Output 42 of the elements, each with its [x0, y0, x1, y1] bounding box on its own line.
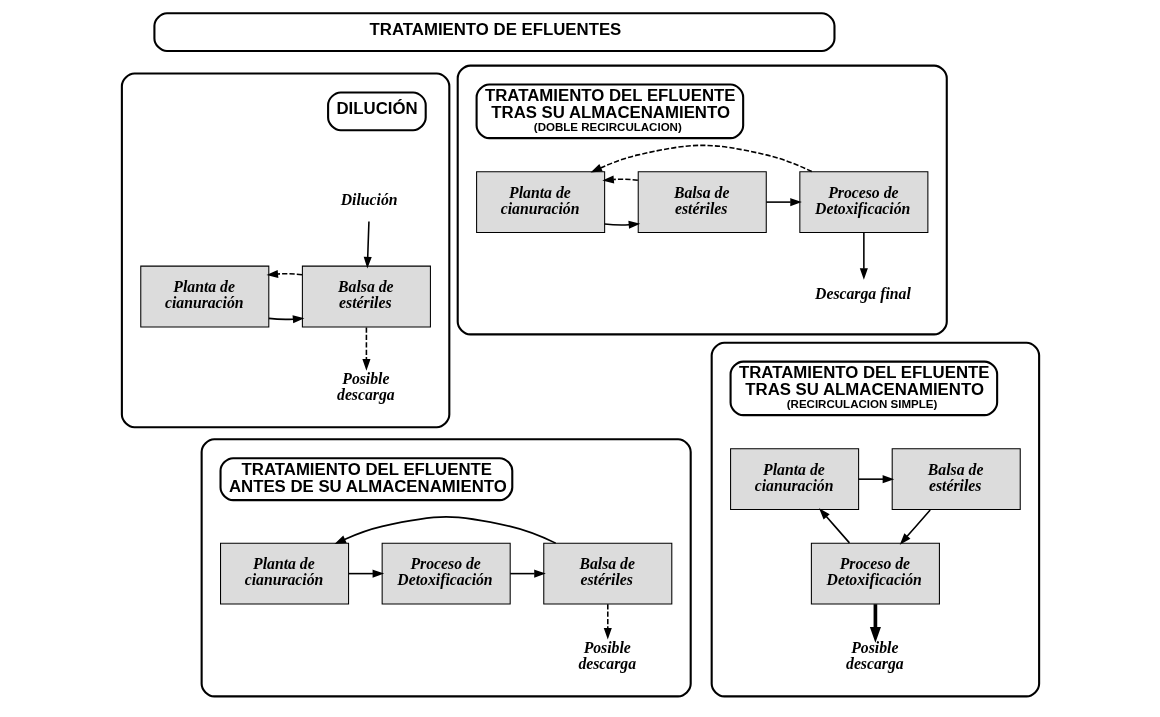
arrow — [601, 174, 639, 183]
node-box: Planta de cianuración — [139, 265, 269, 327]
node-box: DILUCIÓN — [326, 90, 427, 131]
node-box: Balsa de estériles — [637, 170, 767, 233]
arrow — [266, 269, 303, 278]
node-text: Descarga final — [814, 284, 911, 302]
node-box: TRATAMIENTO DEL EFLUENTE ANTES DE SU ALMACENAMIENTO — [219, 456, 513, 501]
cluster — [456, 64, 948, 335]
node-box: Proceso de Detoxificación — [381, 542, 511, 605]
node-text: Dilución — [340, 190, 398, 208]
node-text: Posible descarga — [336, 369, 395, 403]
arrow — [869, 603, 881, 643]
arrow — [334, 515, 556, 544]
node-box: Planta de cianuración — [475, 170, 605, 233]
cluster — [200, 437, 692, 697]
arrow — [267, 314, 304, 323]
cluster — [120, 72, 450, 428]
node-box: Proceso de Detoxificación — [810, 542, 940, 605]
node-box: Planta de cianuración — [219, 542, 349, 605]
arrow — [859, 231, 868, 280]
arrow — [818, 507, 850, 544]
arrow — [899, 508, 931, 545]
node-text: Posible descarga — [845, 638, 904, 672]
node-box: TRATAMIENTO DE EFLUENTES — [152, 11, 835, 52]
arrow — [857, 474, 894, 483]
cluster — [710, 341, 1040, 697]
node-box: Proceso de Detoxificación — [798, 170, 928, 233]
arrow — [347, 569, 384, 578]
arrow — [361, 326, 370, 371]
arrow — [363, 220, 372, 268]
node-box: TRATAMIENTO DEL EFLUENTE TRAS SU ALMACENAMIENTO (DOBLE RECIRCULACION) — [475, 83, 744, 139]
node-box: Balsa de estériles — [301, 265, 431, 327]
node-box: TRATAMIENTO DEL EFLUENTE TRAS SU ALMACENAMIENTO (RECIRCULACION SIMPLE) — [729, 360, 998, 416]
arrow — [590, 144, 813, 173]
arrow — [603, 220, 640, 229]
node-box: Balsa de estériles — [542, 542, 672, 605]
arrow — [508, 569, 546, 578]
node-box: Planta de cianuración — [729, 447, 859, 510]
arrow — [603, 602, 612, 640]
node-box: Balsa de estériles — [891, 447, 1021, 510]
node-text: Posible descarga — [577, 638, 636, 672]
arrow — [765, 197, 802, 206]
